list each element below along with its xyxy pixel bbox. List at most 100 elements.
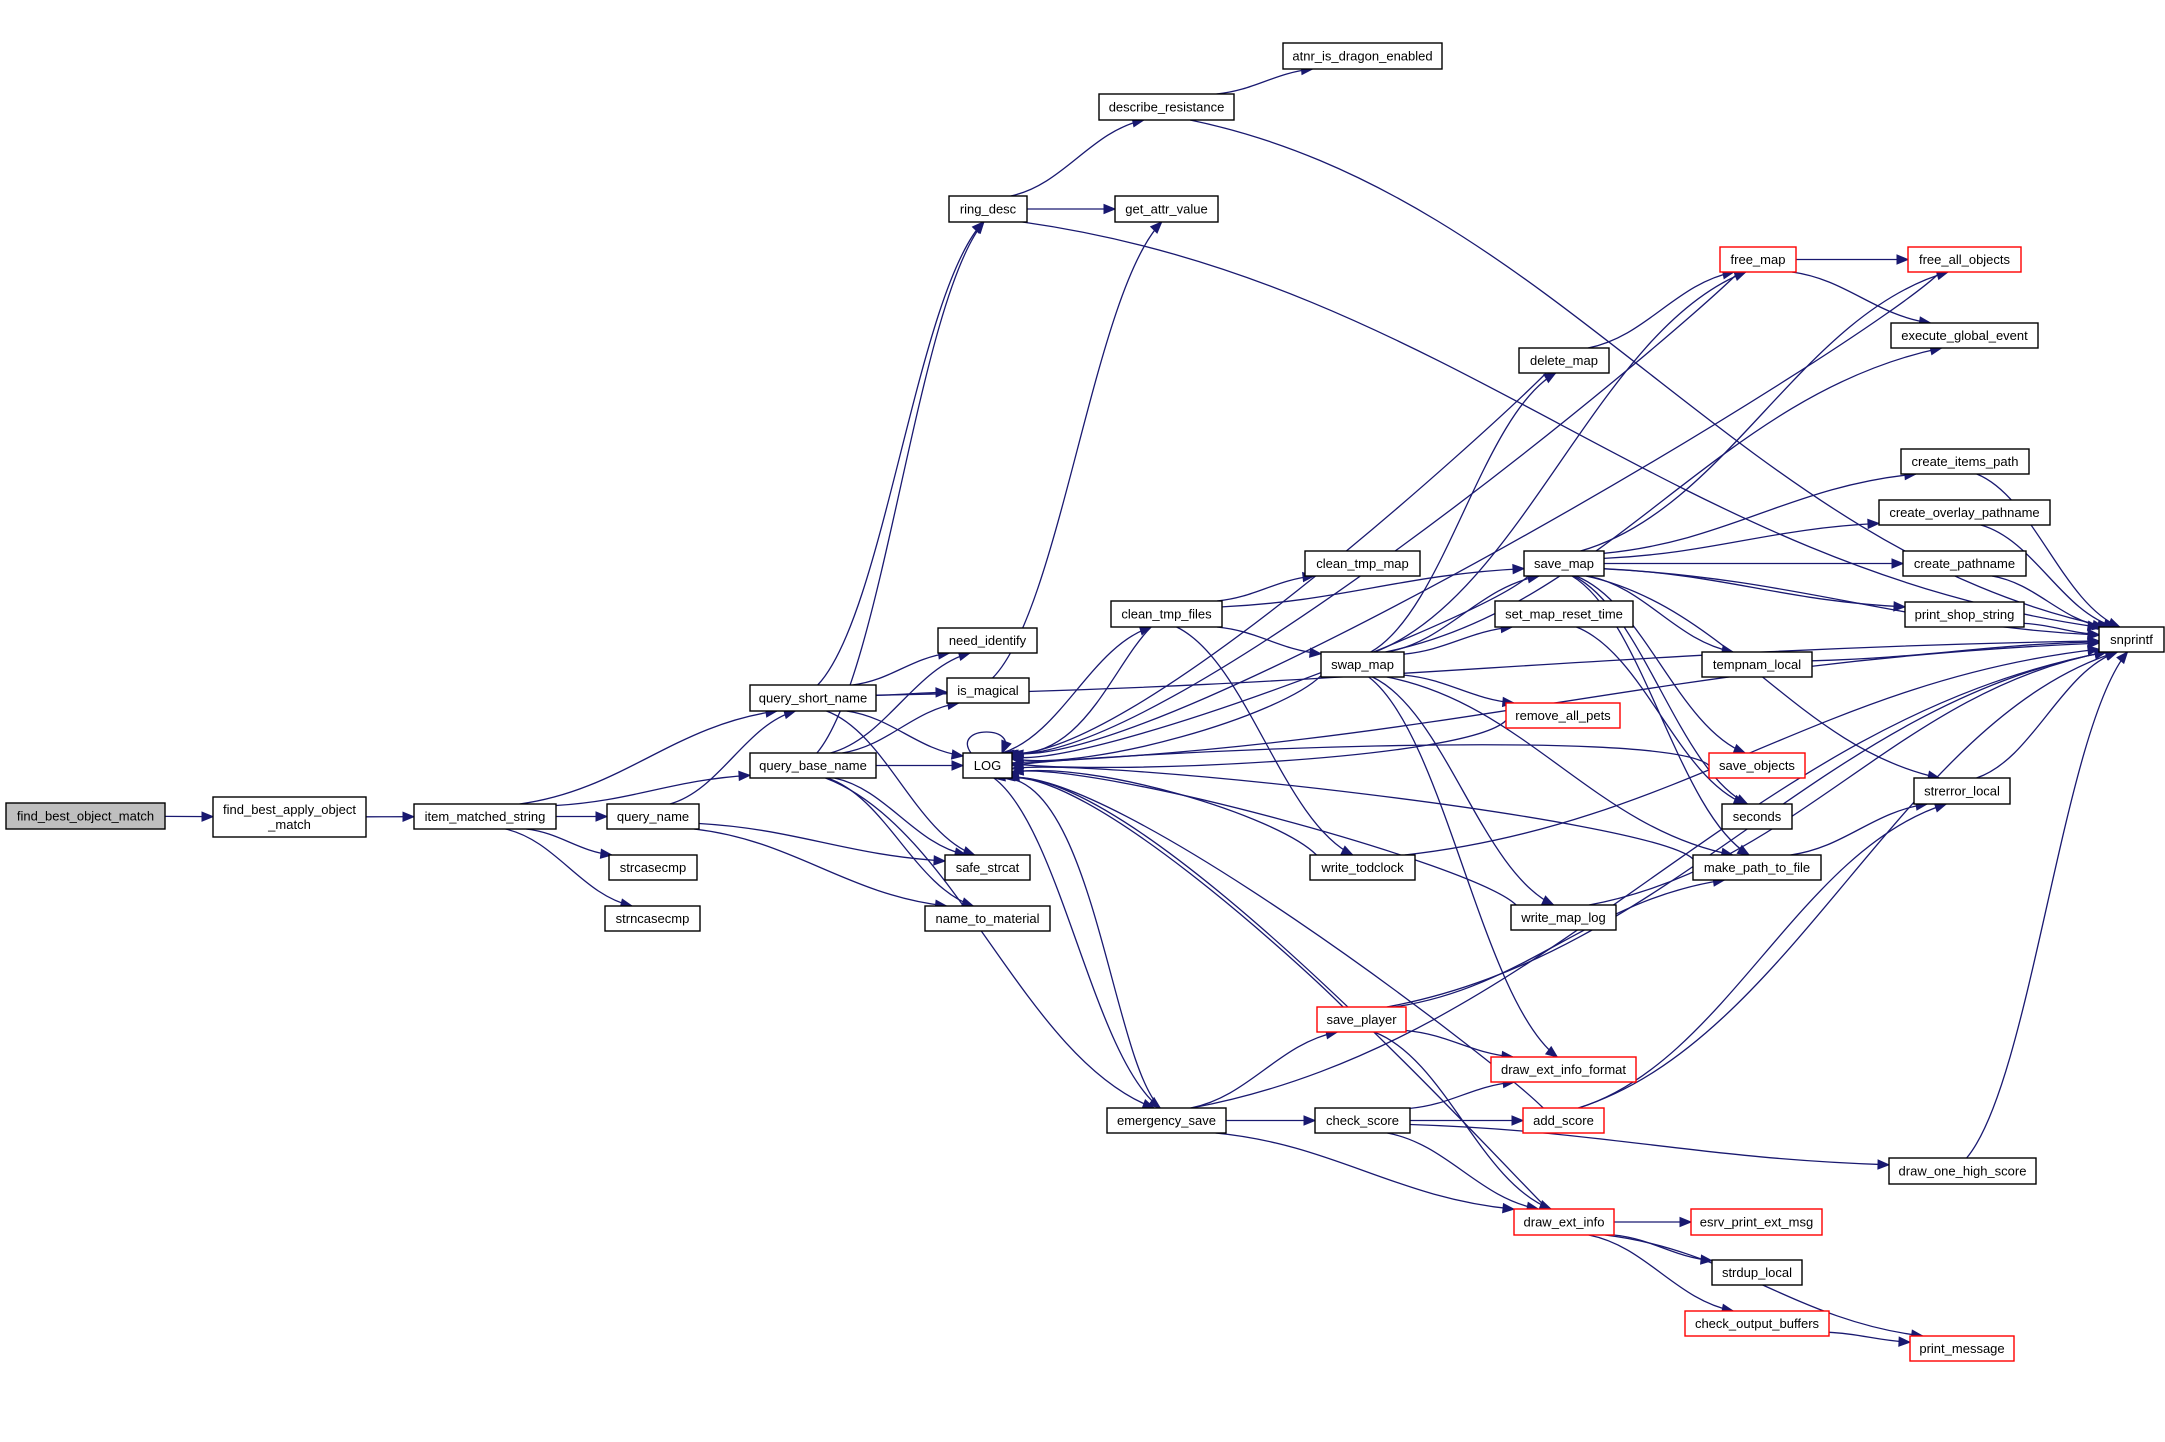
node-box[interactable] [1106,1107,1227,1134]
node-box[interactable] [749,752,877,779]
node-box[interactable] [1909,1335,2015,1362]
node-box[interactable] [1518,347,1610,374]
node-check-score[interactable]: check_score [1314,1107,1411,1134]
node-box[interactable] [1522,1107,1605,1134]
node-box[interactable] [1309,854,1416,881]
node-check-output-buffers[interactable]: check_output_buffers [1684,1310,1830,1337]
node-create-pathname[interactable]: create_pathname [1902,550,2027,577]
node-clean-tmp-files[interactable]: clean_tmp_files [1110,600,1223,628]
node-ring-desc[interactable]: ring_desc [948,195,1028,223]
node-delete-map[interactable]: delete_map [1518,347,1610,374]
node-box[interactable] [212,796,367,838]
node-box[interactable] [5,802,166,830]
node-clean-tmp-map[interactable]: clean_tmp_map [1304,550,1421,577]
node-box[interactable] [1878,499,2051,526]
node-box[interactable] [1719,246,1797,273]
node-seconds[interactable]: seconds [1721,803,1793,830]
node-box[interactable] [1692,854,1822,881]
node-snprintf[interactable]: snprintf [2098,626,2165,653]
node-box[interactable] [1114,195,1219,223]
node-set-map-reset-time[interactable]: set_map_reset_time [1494,600,1634,628]
node-safe-strcat[interactable]: safe_strcat [944,854,1031,881]
node-strdup-local[interactable]: strdup_local [1711,1259,1803,1286]
node-box[interactable] [1304,550,1421,577]
node-describe-resistance[interactable]: describe_resistance [1098,93,1235,121]
node-strncasecmp[interactable]: strncasecmp [604,905,701,932]
node-save-map[interactable]: save_map [1523,550,1605,577]
node-free-map[interactable]: free_map [1719,246,1797,273]
node-box[interactable] [1510,904,1617,931]
node-emergency-save[interactable]: emergency_save [1106,1107,1227,1134]
node-draw-ext-info[interactable]: draw_ext_info [1513,1208,1615,1236]
node-box[interactable] [604,905,701,932]
node-box[interactable] [948,195,1028,223]
node-tempnam-local[interactable]: tempnam_local [1701,651,1813,678]
node-print-shop-string[interactable]: print_shop_string [1904,601,2025,628]
node-strcasecmp[interactable]: strcasecmp [608,854,698,881]
node-add-score[interactable]: add_score [1522,1107,1605,1134]
node-box[interactable] [1721,803,1793,830]
node-box[interactable] [1490,1056,1637,1083]
node-box[interactable] [946,677,1030,704]
node-atnr-is-dragon-enabled[interactable]: atnr_is_dragon_enabled [1282,42,1443,70]
node-box[interactable] [413,803,557,830]
node-print-message[interactable]: print_message [1909,1335,2015,1362]
node-box[interactable] [1282,42,1443,70]
node-box[interactable] [962,752,1013,779]
node-swap-map[interactable]: swap_map [1320,651,1405,678]
node-box[interactable] [1907,246,2022,273]
node-box[interactable] [1904,601,2025,628]
node-name-to-material[interactable]: name_to_material [924,905,1051,932]
node-write-map-log[interactable]: write_map_log [1510,904,1617,931]
node-make-path-to-file[interactable]: make_path_to_file [1692,854,1822,881]
node-create-items-path[interactable]: create_items_path [1900,448,2030,475]
node-box[interactable] [1098,93,1235,121]
node-box[interactable] [1110,600,1223,628]
node-box[interactable] [1314,1107,1411,1134]
node-box[interactable] [1888,1157,2037,1185]
node-box[interactable] [1513,1208,1615,1236]
node-box[interactable] [1902,550,2027,577]
node-create-overlay-pathname[interactable]: create_overlay_pathname [1878,499,2051,526]
node-draw-one-high-score[interactable]: draw_one_high_score [1888,1157,2037,1185]
node-box[interactable] [944,854,1031,881]
node-free-all-objects[interactable]: free_all_objects [1907,246,2022,273]
node-box[interactable] [1890,322,2039,349]
node-box[interactable] [1316,1006,1407,1033]
node-find-best-apply-object-match[interactable]: find_best_apply_object_match [212,796,367,838]
node-find-best-object-match[interactable]: find_best_object_match [5,802,166,830]
node-item-matched-string[interactable]: item_matched_string [413,803,557,830]
node-box[interactable] [608,854,698,881]
node-write-todclock[interactable]: write_todclock [1309,854,1416,881]
node-box[interactable] [1711,1259,1803,1286]
node-box[interactable] [1690,1208,1823,1236]
node-query-base-name[interactable]: query_base_name [749,752,877,779]
node-box[interactable] [749,684,877,712]
node-box[interactable] [1494,600,1634,628]
node-save-player[interactable]: save_player [1316,1006,1407,1033]
node-box[interactable] [606,803,700,830]
node-box[interactable] [924,905,1051,932]
node-strerror-local[interactable]: strerror_local [1913,777,2011,805]
node-save-objects[interactable]: save_objects [1708,752,1806,779]
node-box[interactable] [937,627,1038,654]
node-box[interactable] [2098,626,2165,653]
node-box[interactable] [1701,651,1813,678]
node-need-identify[interactable]: need_identify [937,627,1038,654]
node-box[interactable] [1684,1310,1830,1337]
node-box[interactable] [1523,550,1605,577]
node-query-name[interactable]: query_name [606,803,700,830]
node-box[interactable] [1900,448,2030,475]
node-is-magical[interactable]: is_magical [946,677,1030,704]
node-draw-ext-info-format[interactable]: draw_ext_info_format [1490,1056,1637,1083]
node-get-attr-value[interactable]: get_attr_value [1114,195,1219,223]
node-box[interactable] [1320,651,1405,678]
node-remove-all-pets[interactable]: remove_all_pets [1505,702,1621,729]
node-box[interactable] [1913,777,2011,805]
node-execute-global-event[interactable]: execute_global_event [1890,322,2039,349]
node-esrv-print-ext-msg[interactable]: esrv_print_ext_msg [1690,1208,1823,1236]
node-query-short-name[interactable]: query_short_name [749,684,877,712]
node-box[interactable] [1505,702,1621,729]
node-log[interactable]: LOG [962,752,1013,779]
node-box[interactable] [1708,752,1806,779]
